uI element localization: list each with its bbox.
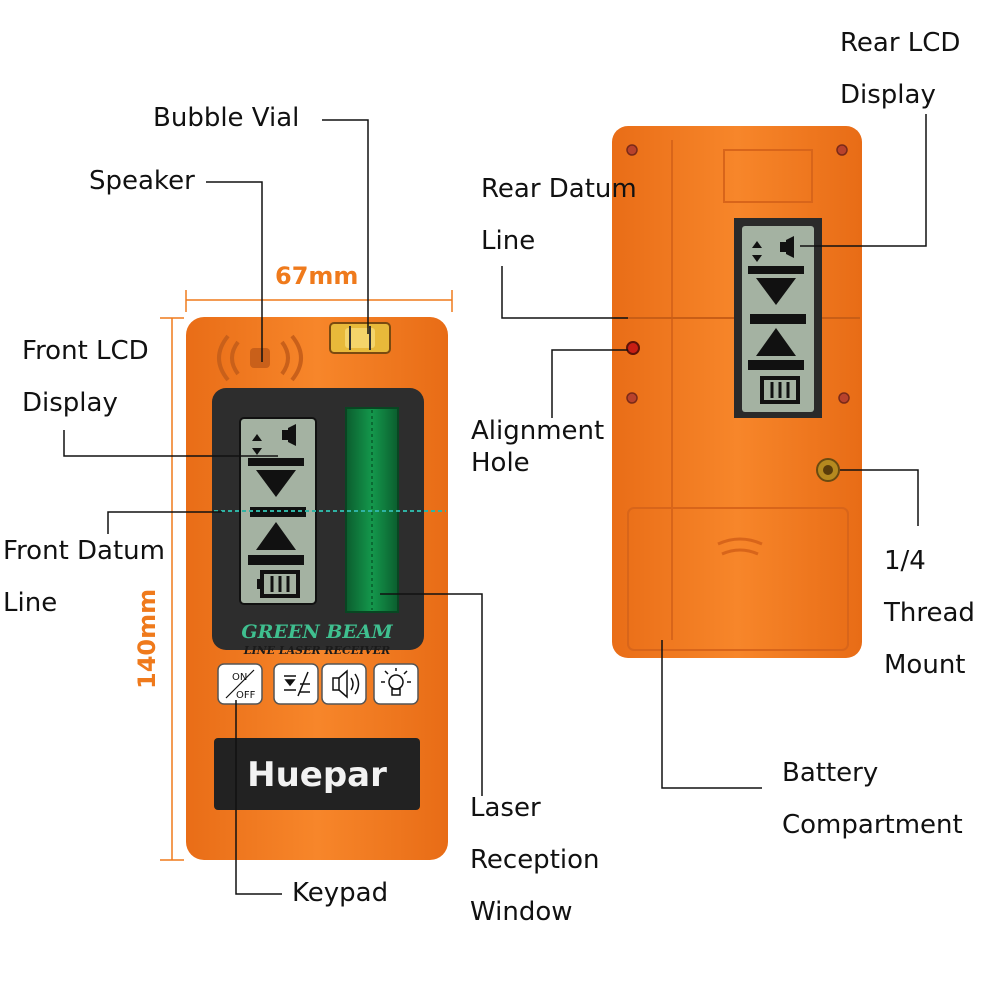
svg-text:OFF: OFF <box>236 690 256 701</box>
label-rear-lcd-1: Rear LCD <box>840 28 961 58</box>
keypad: ON OFF <box>217 663 419 705</box>
height-label: 140mm <box>133 588 161 689</box>
label-speaker: Speaker <box>89 166 195 196</box>
label-thread-1: 1/4 <box>884 546 926 576</box>
rear-screws <box>626 144 850 404</box>
leader-bubble-vial <box>322 119 369 334</box>
label-bubble-vial: Bubble Vial <box>153 103 300 133</box>
battery-compartment <box>627 507 849 651</box>
rear-lcd <box>734 218 822 418</box>
brand-plate <box>214 738 420 810</box>
label-alignment-1: Alignment <box>471 416 605 446</box>
label-rear-datum-2: Line <box>481 226 536 256</box>
label-laser-1: Laser <box>470 793 541 823</box>
leader-lines <box>63 114 927 895</box>
rear-top-recess <box>723 149 813 203</box>
thread-mount <box>816 458 840 482</box>
label-front-datum-1: Front Datum <box>3 536 165 566</box>
leader-alignment-hole <box>551 349 628 418</box>
leader-rear-datum <box>501 266 628 319</box>
volume-icon <box>332 669 360 699</box>
label-front-datum-2: Line <box>3 588 58 618</box>
width-dimension <box>185 290 453 312</box>
brand-logo: Huepar <box>247 755 387 795</box>
model-name: GREEN BEAM <box>241 621 393 643</box>
label-front-lcd-1: Front LCD <box>22 336 149 366</box>
leader-battery <box>661 640 762 789</box>
width-label: 67mm <box>275 262 359 290</box>
label-keypad: Keypad <box>292 878 389 908</box>
datum-toggle-button[interactable] <box>273 663 319 705</box>
backlight-button[interactable] <box>373 663 419 705</box>
label-battery-1: Battery <box>782 758 879 788</box>
label-laser-2: Reception <box>470 845 600 875</box>
leader-front-datum <box>107 511 222 534</box>
alignment-hole <box>626 341 640 355</box>
volume-button[interactable] <box>321 663 367 705</box>
rear-device <box>612 126 862 658</box>
model-subtitle: LINE LASER RECEIVER <box>243 644 391 657</box>
leader-rear-lcd <box>800 114 927 247</box>
label-laser-3: Window <box>470 897 573 927</box>
label-battery-2: Compartment <box>782 810 963 840</box>
label-alignment-2: Hole <box>471 448 530 478</box>
backlight-icon <box>381 668 411 696</box>
svg-text:ON: ON <box>232 672 247 683</box>
leader-speaker <box>206 181 263 362</box>
datum-toggle-icon <box>284 671 310 697</box>
speaker-icon <box>217 334 303 382</box>
label-rear-datum-1: Rear Datum <box>481 174 637 204</box>
front-device: GREEN BEAM LINE LASER RECEIVER ON OFF <box>186 317 448 860</box>
leader-keypad <box>235 700 282 895</box>
leader-front-lcd <box>63 430 278 457</box>
label-thread-2: Thread <box>884 598 975 628</box>
on-off-button[interactable]: ON OFF <box>217 663 263 705</box>
bubble-vial <box>329 322 391 354</box>
leader-thread-mount <box>840 469 919 526</box>
label-thread-3: Mount <box>884 650 966 680</box>
leader-laser-window <box>380 593 483 796</box>
label-front-lcd-2: Display <box>22 388 118 418</box>
label-rear-lcd-2: Display <box>840 80 936 110</box>
height-dimension <box>160 317 184 861</box>
